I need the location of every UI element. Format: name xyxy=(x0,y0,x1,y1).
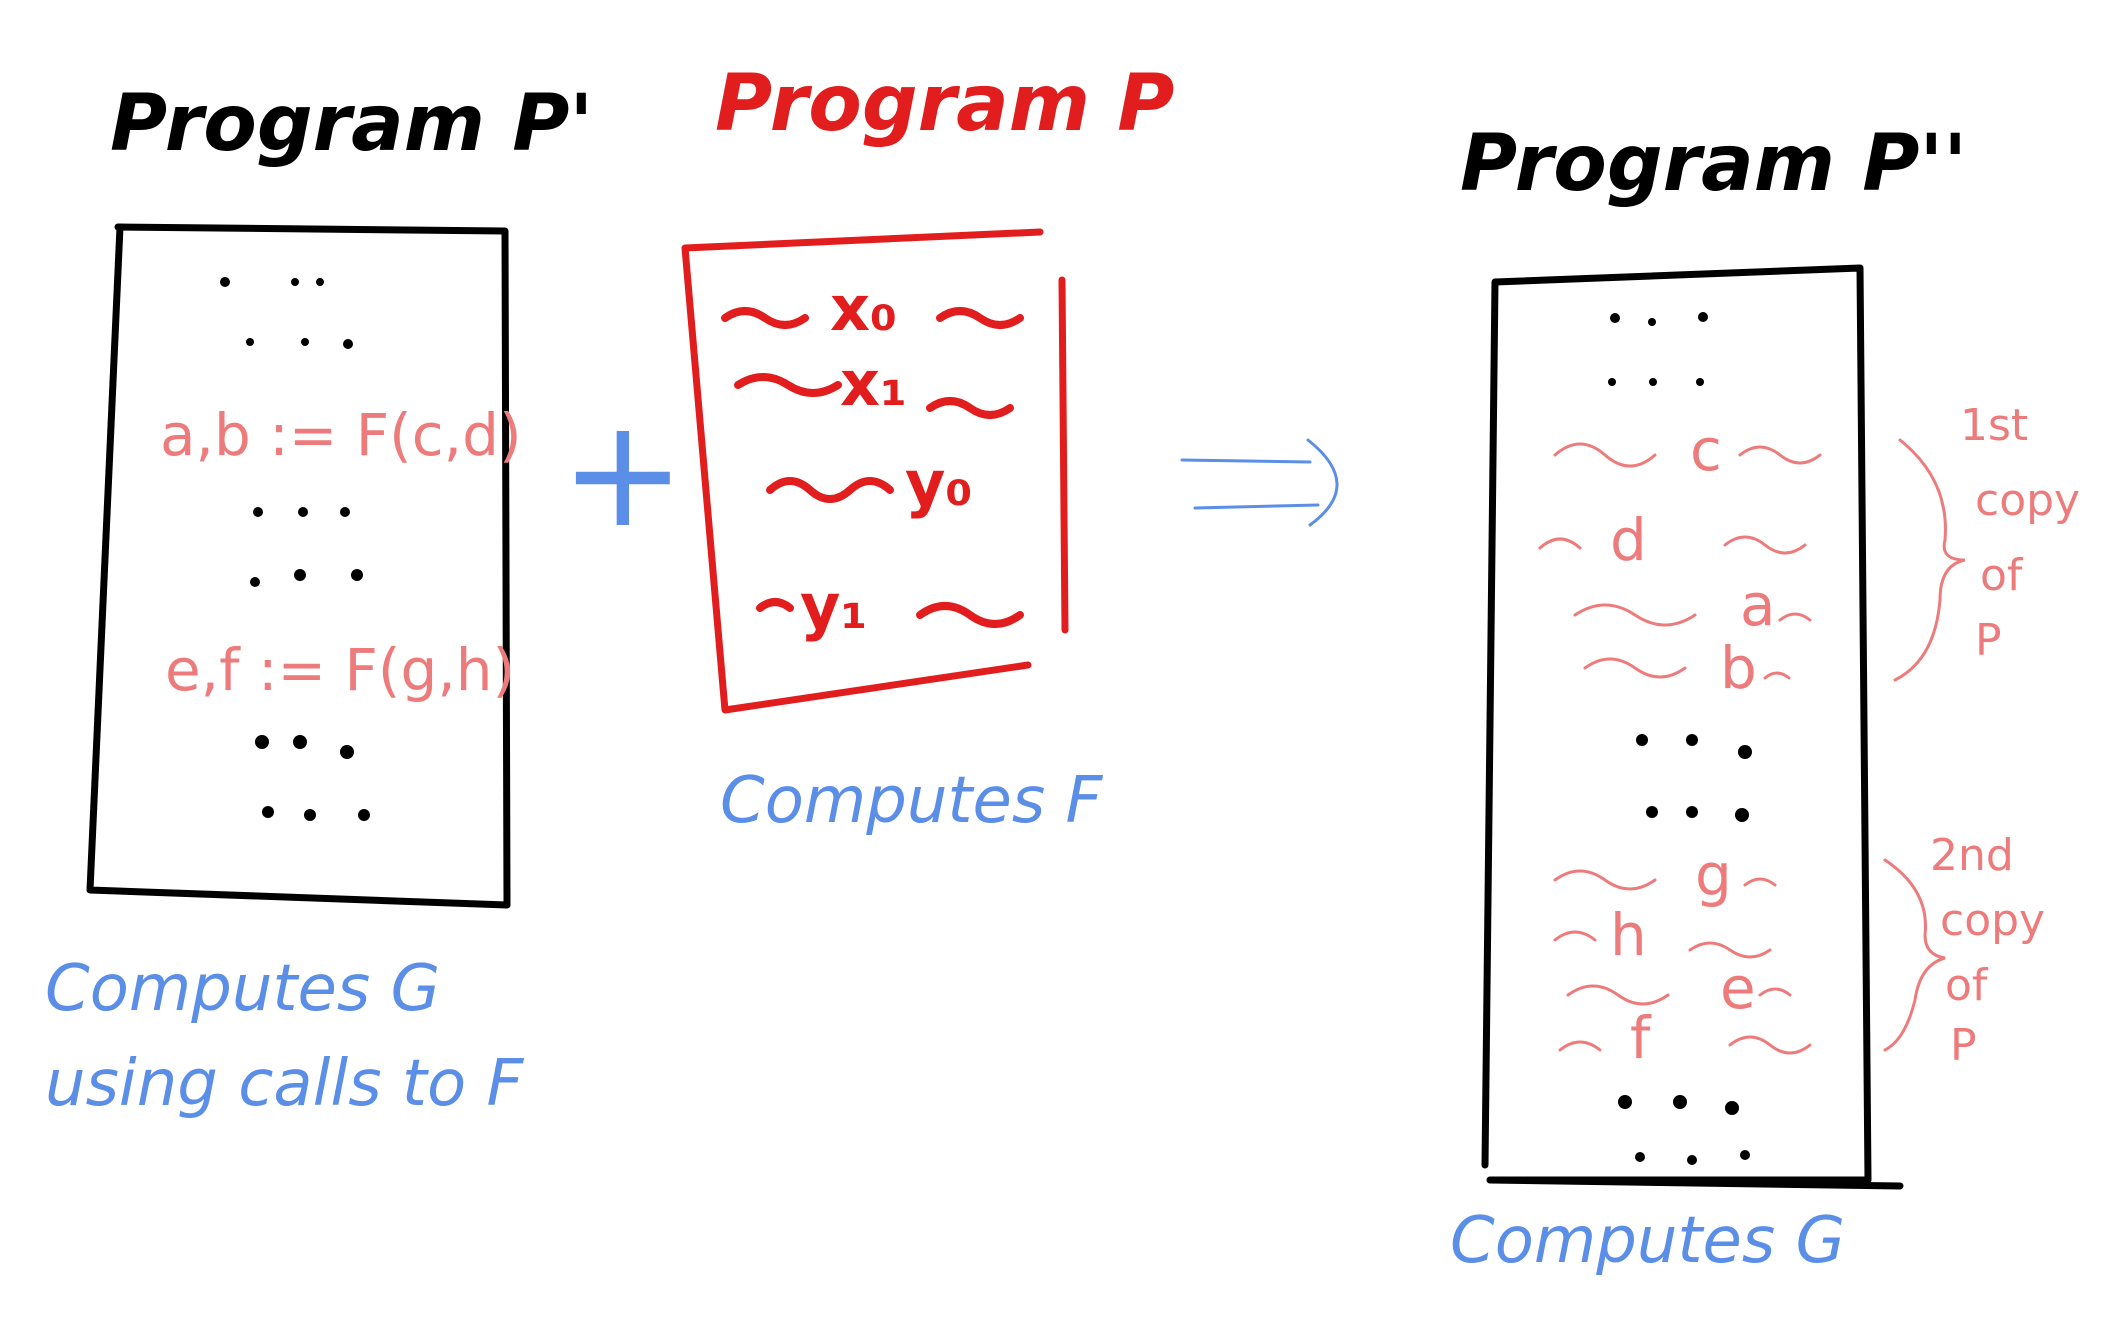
var-x1: x₁ xyxy=(840,347,907,420)
copy1-label-2: copy xyxy=(1975,475,2080,526)
var-line-2: x₁ xyxy=(734,347,1014,420)
call-line-2: e,f := F(g,h) xyxy=(165,636,515,704)
copy2-label-3: of xyxy=(1945,960,1989,1011)
program-p-double-prime-title: Program P'' xyxy=(1460,119,1967,209)
program-p-prime: Program P' a,b := F(c,d) e,f := F(g,h) C… xyxy=(45,79,593,1121)
copy2-var-f: f xyxy=(1630,1004,1652,1072)
var-line-3: y₀ xyxy=(766,447,973,520)
copy-2-of-p: g h e f xyxy=(1553,841,1812,1072)
program-p: Program P x₀ x₁ y₀ y₁ Computes F xyxy=(681,59,1174,838)
var-line-4: y₁ xyxy=(756,570,1024,643)
program-p-caption: Computes F xyxy=(720,764,1104,838)
caption-line-1: Computes G xyxy=(45,952,440,1026)
copy-1-of-p: c d a b xyxy=(1538,416,1822,702)
var-line-1: x₀ xyxy=(721,272,1024,345)
brace-copy-2 xyxy=(1883,858,1946,1052)
copy1-var-c: c xyxy=(1690,416,1722,484)
program-p-prime-box xyxy=(86,223,511,909)
program-p-prime-title: Program P' xyxy=(110,79,593,169)
implies-arrow xyxy=(1180,438,1339,527)
program-p-box xyxy=(681,228,1069,714)
call-line-1: a,b := F(c,d) xyxy=(160,401,522,469)
program-p-double-prime-box xyxy=(1481,264,1904,1190)
copy1-var-d: d xyxy=(1610,506,1647,574)
copy2-label-2: copy xyxy=(1940,895,2045,946)
ellipsis-dots xyxy=(1608,312,1752,1165)
copy1-var-a: a xyxy=(1740,571,1776,639)
ellipsis-dots xyxy=(220,277,370,821)
program-p-title: Program P xyxy=(715,59,1174,149)
copy2-label-4: P xyxy=(1950,1020,1977,1071)
brace-copy-1 xyxy=(1893,438,1966,682)
program-p-double-prime-caption: Computes G xyxy=(1450,1204,1845,1278)
var-y0: y₀ xyxy=(905,447,973,520)
plus-sign: + xyxy=(560,387,686,561)
copy1-label-1: 1st xyxy=(1960,400,2028,451)
plus-operator: + xyxy=(560,387,686,561)
copy2-var-g: g xyxy=(1695,841,1732,909)
program-p-double-prime: Program P'' c d a b xyxy=(1450,119,2080,1278)
var-y1: y₁ xyxy=(800,570,868,643)
copy2-var-e: e xyxy=(1720,954,1756,1022)
copy2-label-1: 2nd xyxy=(1930,830,2014,881)
copy1-label-4: P xyxy=(1975,615,2002,666)
copy1-var-b: b xyxy=(1720,634,1757,702)
copy1-label-3: of xyxy=(1980,550,2024,601)
caption-line-2: using calls to F xyxy=(45,1047,524,1121)
var-x0: x₀ xyxy=(830,272,897,345)
copy2-var-h: h xyxy=(1610,901,1647,969)
